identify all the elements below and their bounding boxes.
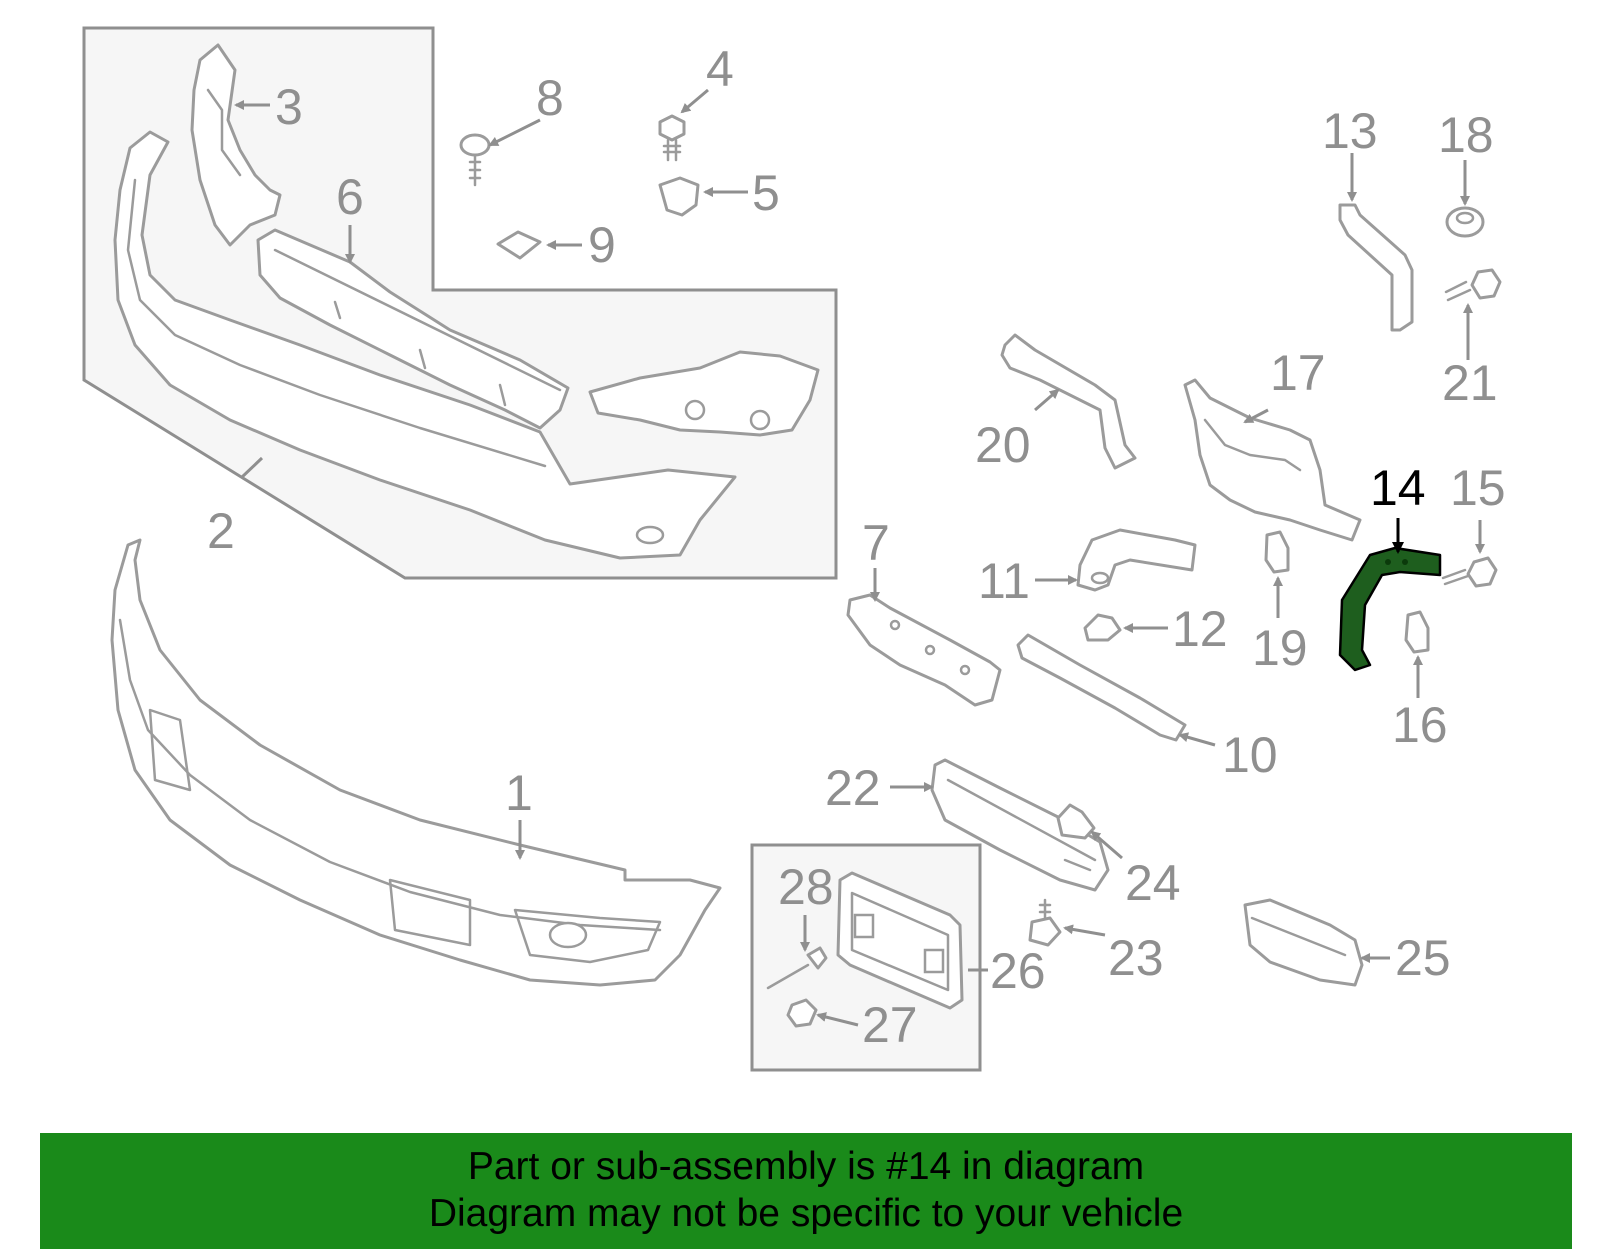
info-banner: Part or sub-assembly is #14 in diagram D… [40,1133,1572,1249]
callout-4[interactable]: 4 [706,41,734,97]
callout-6[interactable]: 6 [336,169,364,225]
callout-13[interactable]: 13 [1322,103,1378,159]
callout-16[interactable]: 16 [1392,697,1448,753]
part-3-bracket[interactable] [190,43,282,247]
callout-28[interactable]: 28 [778,859,834,915]
part-17-bracket[interactable] [1183,378,1362,542]
callout-7[interactable]: 7 [862,515,890,571]
part-28-rivet[interactable] [766,946,828,990]
callout-24[interactable]: 24 [1125,855,1181,911]
callout-22[interactable]: 22 [825,760,881,816]
callout-18[interactable]: 18 [1438,107,1494,163]
callout-27[interactable]: 27 [862,997,918,1053]
part-23-bolt[interactable] [1028,898,1062,947]
part-9-clip[interactable] [496,230,542,260]
callout-19[interactable]: 19 [1252,620,1308,676]
part-15-bolt[interactable] [1441,556,1498,588]
leader-lines [234,88,1485,1027]
callout-12[interactable]: 12 [1172,601,1228,657]
part-22-bar[interactable] [930,758,1110,892]
callout-14[interactable]: 14 [1370,460,1426,516]
part-2-reinforcement[interactable] [113,130,737,560]
part-12-clip[interactable] [1083,613,1122,642]
part-13-bracket[interactable] [1338,203,1414,332]
callout-8[interactable]: 8 [536,70,564,126]
part-25-cover[interactable] [1243,898,1364,987]
callout-1[interactable]: 1 [505,765,533,821]
callout-3[interactable]: 3 [275,79,303,135]
subassembly-box-2 [82,26,838,580]
part-19-clip[interactable] [1264,530,1290,574]
callout-23[interactable]: 23 [1108,930,1164,986]
part-18-nut[interactable] [1445,206,1485,238]
part-27-bolt[interactable] [786,998,818,1028]
part-24-clip[interactable] [1056,803,1096,840]
part-4-bolt[interactable] [658,114,686,162]
part-10-strap[interactable] [1016,633,1187,742]
part-1-bumper[interactable] [110,538,722,987]
part-26-license-bracket[interactable] [836,871,964,1010]
callout-labels: 1 2 3 4 5 6 7 8 9 10 11 12 13 14 15 16 1… [207,41,1506,1053]
callout-15[interactable]: 15 [1450,460,1506,516]
banner-line-disclaimer: Diagram may not be specific to your vehi… [428,1192,1184,1235]
part-20-strap[interactable] [1000,333,1137,470]
callout-11[interactable]: 11 [978,553,1030,609]
part-8-bolt[interactable] [459,133,491,187]
part-5-nut[interactable] [658,176,700,217]
callout-2[interactable]: 2 [207,503,235,559]
part-16-clip[interactable] [1404,610,1430,654]
callout-25[interactable]: 25 [1395,930,1451,986]
part-6-absorber[interactable] [256,228,570,430]
banner-line-part: Part or sub-assembly is #14 in diagram [467,1145,1145,1188]
callout-20[interactable]: 20 [975,417,1031,473]
callout-17[interactable]: 17 [1270,345,1326,401]
callout-5[interactable]: 5 [752,165,780,221]
parts-diagram: 1 2 3 4 5 6 7 8 9 10 11 12 13 14 15 16 1… [82,26,1506,1072]
part-11-bracket[interactable] [1076,528,1197,592]
part-21-bolt[interactable] [1444,268,1502,302]
part-bracket-right[interactable] [588,350,820,437]
callout-10[interactable]: 10 [1222,727,1278,783]
part-7-bracket[interactable] [846,593,1002,707]
callout-26[interactable]: 26 [990,943,1046,999]
callout-21[interactable]: 21 [1442,355,1498,411]
callout-9[interactable]: 9 [588,217,616,273]
